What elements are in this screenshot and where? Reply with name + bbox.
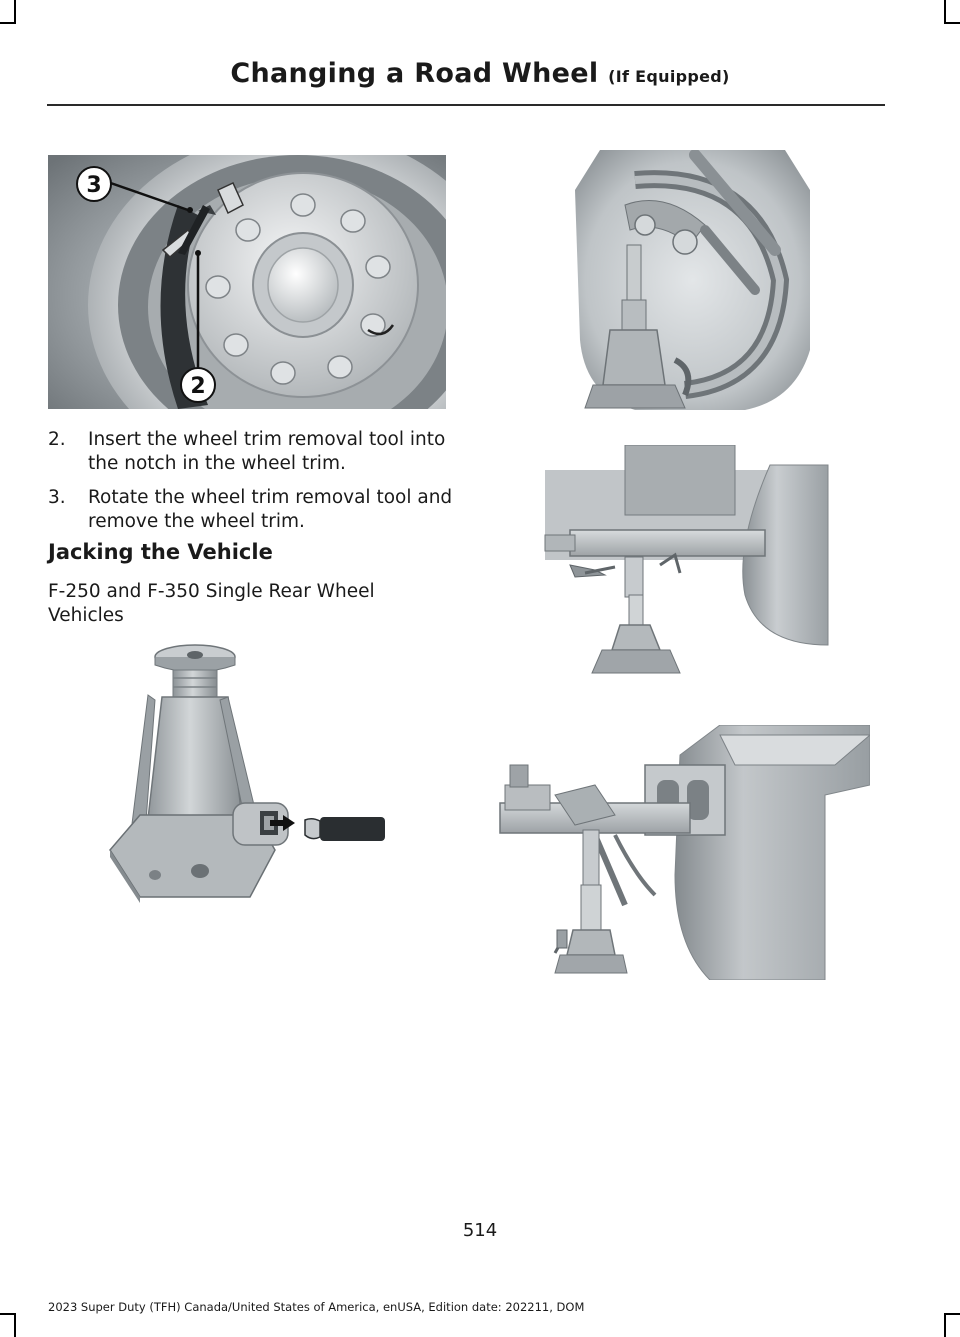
- figure-jack-front-wheel: [575, 150, 810, 410]
- crop-mark-bottom-right-h: [944, 1313, 960, 1315]
- step-text: Rotate the wheel trim removal tool and r…: [88, 487, 453, 532]
- crop-mark-top-left-h: [0, 22, 16, 24]
- crop-mark-bottom-right-v: [944, 1313, 946, 1337]
- callout-3: 3: [86, 173, 101, 198]
- list-item: 2. Insert the wheel trim removal tool in…: [48, 428, 453, 476]
- list-item: 3. Rotate the wheel trim removal tool an…: [48, 486, 453, 534]
- edition-footer: 2023 Super Duty (TFH) Canada/United Stat…: [48, 1300, 585, 1314]
- crop-mark-bottom-left-h: [0, 1313, 16, 1315]
- figure-jack-rear-wheel: [495, 725, 870, 980]
- crop-mark-top-right-v: [944, 0, 946, 24]
- page-title-main: Changing a Road Wheel: [230, 58, 599, 89]
- header-divider: [47, 104, 885, 106]
- step-text: Insert the wheel trim removal tool into …: [88, 429, 446, 474]
- crop-mark-top-left-v: [14, 0, 16, 24]
- section-heading: Jacking the Vehicle: [48, 540, 273, 564]
- subsection-title: F-250 and F-350 Single Rear Wheel Vehicl…: [48, 581, 375, 626]
- crop-mark-top-right-h: [944, 22, 960, 24]
- page-number: 514: [462, 1220, 498, 1241]
- page-title-qualifier: (If Equipped): [608, 67, 730, 86]
- figure-wheel-trim-removal: 3 2: [48, 155, 446, 409]
- callout-2: 2: [190, 374, 205, 399]
- step-list: 2. Insert the wheel trim removal tool in…: [48, 428, 453, 544]
- crop-mark-bottom-left-v: [14, 1313, 16, 1337]
- figure-jack-with-handle: [100, 635, 405, 905]
- page-title: Changing a Road Wheel (If Equipped): [0, 58, 960, 89]
- figure-jack-under-axle: [530, 445, 830, 685]
- step-number: 2.: [48, 429, 66, 450]
- step-number: 3.: [48, 487, 66, 508]
